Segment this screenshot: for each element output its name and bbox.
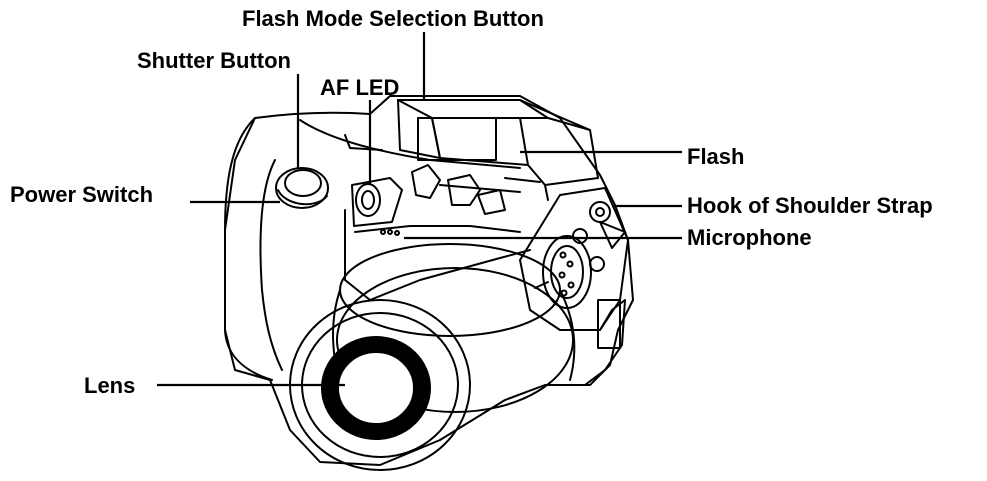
flash-hinge-drawing — [411, 164, 541, 215]
microphone-drawing — [380, 229, 400, 236]
front-lens-drawing — [289, 299, 471, 471]
lens-barrel-drawing — [332, 243, 576, 413]
side-button-top — [572, 228, 588, 244]
side-panel — [519, 187, 629, 331]
side-button-bottom — [589, 256, 605, 272]
label-flash-mode-selection-button: Flash Mode Selection Button — [242, 6, 544, 31]
front-panel — [344, 209, 531, 301]
front-band — [354, 225, 521, 233]
label-af-led: AF LED — [320, 75, 400, 100]
top-ridge — [344, 134, 383, 151]
hand-grip — [224, 117, 273, 381]
label-microphone: Microphone — [687, 225, 812, 250]
label-power-switch: Power Switch — [10, 182, 154, 207]
shutter-button-drawing — [275, 167, 329, 209]
af-led-drawing — [351, 177, 403, 227]
lower-right-side — [584, 299, 626, 386]
leader-lines — [157, 32, 682, 387]
strap-hook-drawing — [589, 201, 626, 249]
label-flash: Flash — [687, 144, 745, 169]
label-lens: Lens — [84, 373, 136, 398]
flash-unit-drawing — [397, 99, 599, 201]
label-hook-of-shoulder-strap: Hook of Shoulder Strap — [687, 193, 933, 218]
top-plate — [299, 119, 521, 169]
camera-body — [224, 95, 634, 466]
label-shutter-button: Shutter Button — [137, 48, 291, 73]
grip-edge — [259, 159, 283, 371]
side-door — [597, 299, 621, 349]
